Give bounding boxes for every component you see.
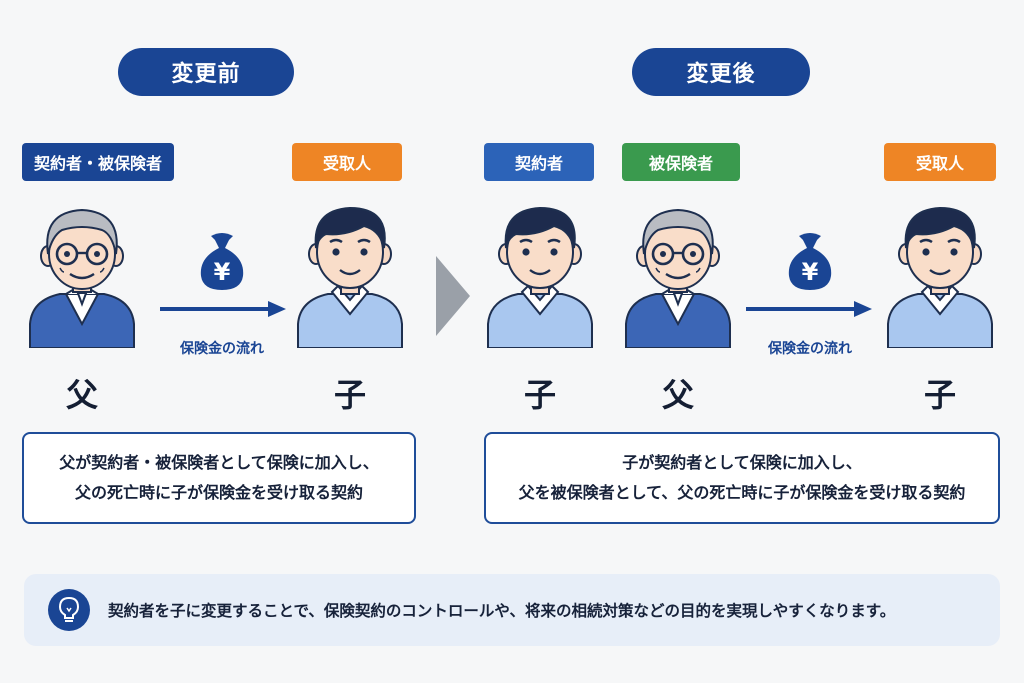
tip-text: 契約者を子に変更することで、保険契約のコントロールや、将来の相続対策などの目的を… (108, 602, 896, 620)
after-child-beneficiary-label: 子 (923, 376, 956, 414)
flow-arrow (746, 300, 874, 318)
after-description-line-2: 父を被保険者として、父の死亡時に子が保険金を受け取る契約 (518, 483, 966, 502)
before-child-person (294, 196, 406, 348)
before-description-line-2: 父の死亡時に子が保険金を受け取る契約 (74, 483, 363, 502)
elder-man-icon (28, 208, 136, 348)
young-man-icon (886, 206, 994, 348)
before-beneficiary-tag: 受取人 (292, 143, 402, 181)
chevron-right-icon (436, 256, 472, 336)
before-description-line-1: 父が契約者・被保険者として保険に加入し、 (59, 453, 379, 472)
money-bag-icon: ¥ (193, 228, 251, 292)
after-beneficiary-tag: 受取人 (884, 143, 996, 181)
after-child-contractor-label: 子 (523, 376, 556, 414)
before-header: 変更前 (118, 48, 294, 96)
after-description: 子が契約者として保険に加入し、 父を被保険者として、父の死亡時に子が保険金を受け… (484, 432, 1000, 524)
lightbulb-icon (48, 589, 90, 631)
flow-arrow (160, 300, 288, 318)
before-flow-label: 保険金の流れ (180, 341, 264, 357)
after-child-contractor-person (484, 196, 596, 348)
money-bag-icon: ¥ (781, 228, 839, 292)
young-man-icon (296, 206, 404, 348)
after-insured-tag: 被保険者 (622, 143, 740, 181)
yen-symbol: ¥ (802, 258, 819, 286)
young-man-icon (486, 206, 594, 348)
after-child-beneficiary-person (884, 196, 996, 348)
after-father-insured-label: 父 (661, 376, 694, 414)
before-contractor-insured-tag: 契約者・被保険者 (22, 143, 174, 181)
before-description: 父が契約者・被保険者として保険に加入し、 父の死亡時に子が保険金を受け取る契約 (22, 432, 416, 524)
elder-man-icon (624, 208, 732, 348)
after-father-insured-person (622, 196, 734, 348)
after-description-line-1: 子が契約者として保険に加入し、 (622, 453, 862, 472)
tip-bar: 契約者を子に変更することで、保険契約のコントロールや、将来の相続対策などの目的を… (24, 574, 1000, 646)
after-contractor-tag: 契約者 (484, 143, 594, 181)
yen-symbol: ¥ (214, 258, 231, 286)
after-header: 変更後 (632, 48, 810, 96)
before-father-person (26, 196, 138, 348)
before-child-label: 子 (333, 376, 366, 414)
after-flow-label: 保険金の流れ (768, 341, 852, 357)
before-father-label: 父 (65, 376, 98, 414)
